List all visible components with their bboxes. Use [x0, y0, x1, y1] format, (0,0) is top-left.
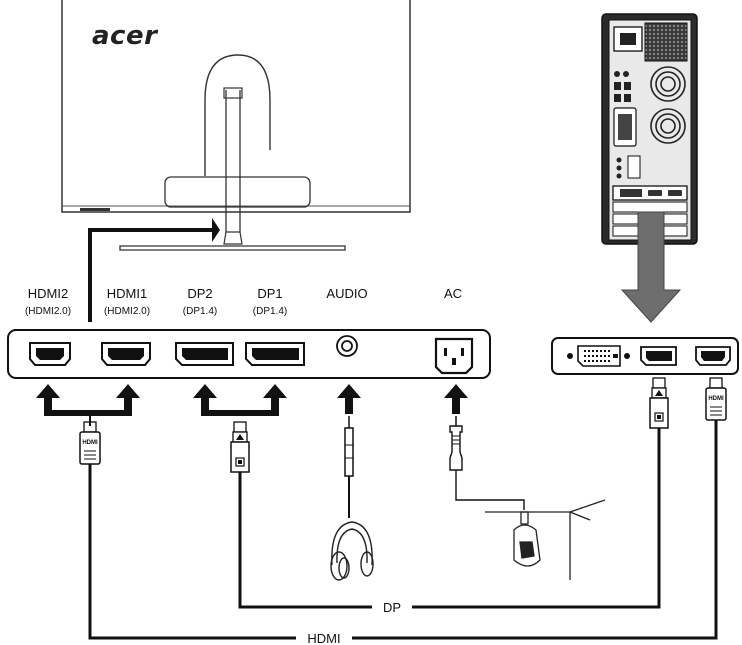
- pc-to-card-arrow: [620, 211, 682, 323]
- audio-jack: [336, 335, 358, 357]
- hdmi-plug-mark-right: HDMI: [708, 396, 724, 402]
- arrow-up-hdmi1: [116, 384, 140, 416]
- hdmi-plug-right: HDMI: [705, 377, 727, 421]
- hdmi1-port: [101, 342, 151, 366]
- port-label-audio: AUDIO: [326, 286, 367, 301]
- port-spec-hdmi1: (HDMI2.0): [104, 306, 150, 317]
- monitor-to-panel-arrow: [88, 218, 220, 322]
- arrow-up-ac: [444, 384, 468, 414]
- hdmi-plug-mark-left: HDMI: [82, 440, 98, 446]
- dp2-port: [175, 342, 234, 366]
- arrow-up-hdmi2: [36, 384, 60, 416]
- arrow-up-dp2: [193, 384, 217, 416]
- dp-cable-run: [238, 428, 661, 609]
- ac-inlet: [434, 337, 474, 375]
- port-spec-dp1: (DP1.4): [253, 306, 287, 317]
- pc-dp-port: [640, 346, 677, 366]
- arrow-up-audio: [337, 384, 361, 414]
- dvi-port: [567, 345, 630, 367]
- audio-cable: [344, 416, 354, 518]
- monitor-port-panel: [7, 329, 491, 379]
- pc-tower: [601, 13, 698, 245]
- hdmi-plug-left: HDMI: [79, 416, 101, 465]
- port-label-dp1: DP1: [257, 286, 282, 301]
- dp-cable-label: DP: [383, 600, 401, 615]
- port-label-hdmi1: HDMI1: [107, 286, 147, 301]
- monitor-rear-view: acer: [61, 0, 411, 251]
- port-spec-dp2: (DP1.4): [183, 306, 217, 317]
- hdmi2-port: [29, 342, 71, 366]
- dp-plug-left: [230, 421, 250, 473]
- dp-plug-right: [649, 377, 669, 429]
- port-label-dp2: DP2: [187, 286, 212, 301]
- hdmi-cable-label: HDMI: [307, 631, 340, 645]
- arrow-up-dp1: [263, 384, 287, 416]
- hdmi-cable-run: [88, 420, 718, 640]
- port-label-ac: AC: [444, 286, 462, 301]
- ac-power-cord: [449, 416, 525, 510]
- port-spec-hdmi2: (HDMI2.0): [25, 306, 71, 317]
- port-label-hdmi2: HDMI2: [28, 286, 68, 301]
- wall-outlet-plug: [485, 499, 606, 580]
- dp1-port: [245, 342, 305, 366]
- acer-logo: acer: [92, 21, 159, 51]
- pc-graphics-card-panel: [551, 337, 739, 375]
- port-arrows: [36, 384, 468, 416]
- headphones-icon: [330, 521, 374, 581]
- pc-hdmi-port: [695, 346, 731, 366]
